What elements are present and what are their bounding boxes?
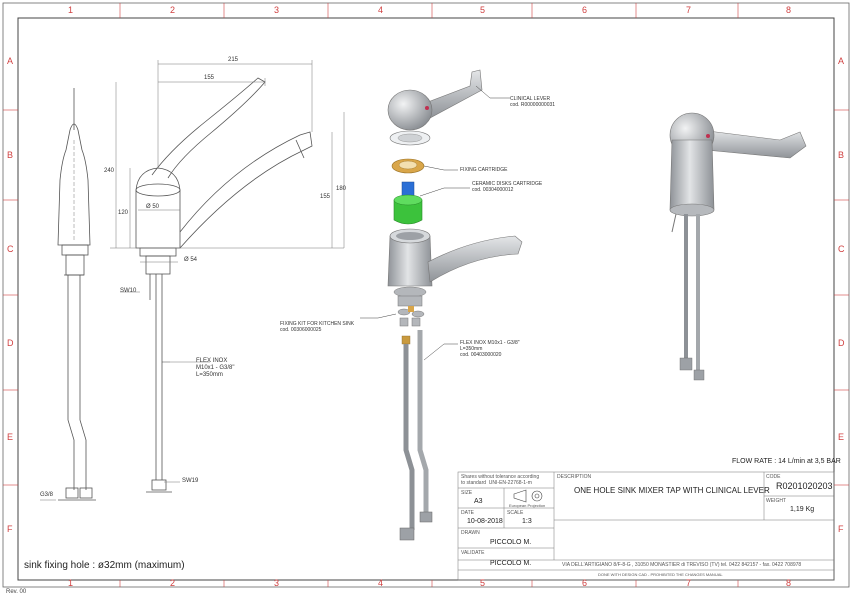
revision-note: Rev. 00 (6, 589, 27, 595)
projection-symbol (513, 489, 543, 503)
col-label-1-bottom: 1 (68, 578, 74, 588)
row-label-c: C (7, 244, 14, 254)
dim-dia-50: Ø 50 (146, 204, 160, 210)
col-label-1: 1 (68, 5, 74, 15)
tolerance-note: Shares without tolerance according to st… (461, 474, 540, 486)
row-label-a-right: A (838, 56, 845, 66)
callout-flex-exploded: FLEX INOX M10x1 - G3/8" L=350mm cod. 004… (460, 340, 520, 358)
dim-120: 120 (118, 210, 129, 216)
col-label-2: 2 (170, 5, 176, 15)
col-label-4: 4 (378, 5, 384, 15)
scale-value: 1:3 (522, 518, 532, 525)
col-label-2-bottom: 2 (170, 578, 176, 588)
sink-hole-note: sink fixing hole : ø32mm (maximum) (24, 560, 185, 571)
validate-label: VALIDATE (461, 550, 485, 556)
drawn-label: DRAWN (461, 530, 480, 536)
description-label: DESCRIPTION (557, 474, 592, 480)
dim-180: 180 (336, 186, 347, 192)
footer-note: DONE WITH DESIGN CAD - PROHIBITED THE CH… (598, 572, 723, 577)
row-label-c-right: C (838, 244, 845, 254)
col-label-4-bottom: 4 (378, 578, 384, 588)
size-value: A3 (474, 498, 483, 505)
row-label-a: A (7, 56, 14, 66)
row-label-d: D (7, 338, 14, 348)
date-value: 10-08-2018 (467, 518, 503, 525)
row-label-b: B (7, 150, 14, 160)
col-label-8: 8 (786, 5, 792, 15)
callout-clinical-lever: CLINICAL LEVER cod. R00000000031 (510, 96, 556, 108)
row-ticks (3, 109, 849, 486)
callout-flex-side: FLEX INOX M10x1 - G3/8" L=350mm (196, 358, 235, 378)
dim-sw10: SW10 (120, 288, 137, 294)
dim-dia-54: Ø 54 (184, 257, 198, 263)
dim-g38: G3/8 (40, 492, 54, 498)
callout-fixing-cartridge: FIXING CARTRIDGE (460, 167, 508, 173)
col-label-3-bottom: 3 (274, 578, 280, 588)
dim-155-width: 155 (204, 75, 215, 81)
perspective-view (669, 112, 807, 381)
weight-label: WEIGHT (766, 498, 786, 504)
col-label-7: 7 (686, 5, 692, 15)
validate-value: PICCOLO M. (490, 560, 532, 567)
code-label: CODE (766, 474, 781, 480)
row-label-f: F (7, 524, 13, 534)
dim-155-height: 155 (320, 194, 331, 200)
col-label-7-bottom: 7 (686, 578, 692, 588)
scale-label: SCALE (507, 510, 524, 516)
col-label-3: 3 (274, 5, 280, 15)
row-label-e-right: E (838, 432, 845, 442)
dim-240: 240 (104, 168, 115, 174)
col-label-5-bottom: 5 (480, 578, 486, 588)
dim-215: 215 (228, 57, 239, 63)
projection-caption: European Projection (509, 503, 546, 508)
col-label-6-bottom: 6 (582, 578, 588, 588)
code-value: R0201020203 (776, 481, 833, 491)
leader-lines (162, 85, 510, 363)
description-value: ONE HOLE SINK MIXER TAP WITH CLINICAL LE… (574, 486, 770, 495)
weight-value: 1,19 Kg (790, 506, 815, 513)
col-label-5: 5 (480, 5, 486, 15)
drawn-value: PICCOLO M. (490, 539, 532, 546)
exploded-view (387, 69, 523, 541)
size-label: SIZE (461, 490, 473, 496)
company-address: VIA DELL'ARTIGIANO 8/F-8-G , 31050 MONAS… (562, 562, 802, 568)
row-label-e: E (7, 432, 14, 442)
side-view (57, 88, 96, 501)
callout-ceramic-cartridge: CERAMIC DISKS CARTRIDGE cod. 00304000012 (472, 181, 543, 193)
dimension-lines (40, 60, 345, 501)
callout-fixing-kit: FIXING KIT FOR KITCHEN SINK cod. 0030600… (280, 321, 355, 333)
front-view (135, 77, 313, 493)
row-label-b-right: B (838, 150, 845, 160)
col-label-8-bottom: 8 (786, 578, 792, 588)
title-block-grid (457, 471, 835, 581)
inner-frame (17, 17, 835, 581)
col-label-6: 6 (582, 5, 588, 15)
column-ticks (119, 3, 739, 587)
row-label-f-right: F (838, 524, 844, 534)
flow-rate-note: FLOW RATE : 14 L/min at 3,5 BAR (732, 458, 841, 465)
row-label-d-right: D (838, 338, 845, 348)
dim-sw19: SW19 (182, 478, 199, 484)
date-label: DATE (461, 510, 474, 516)
